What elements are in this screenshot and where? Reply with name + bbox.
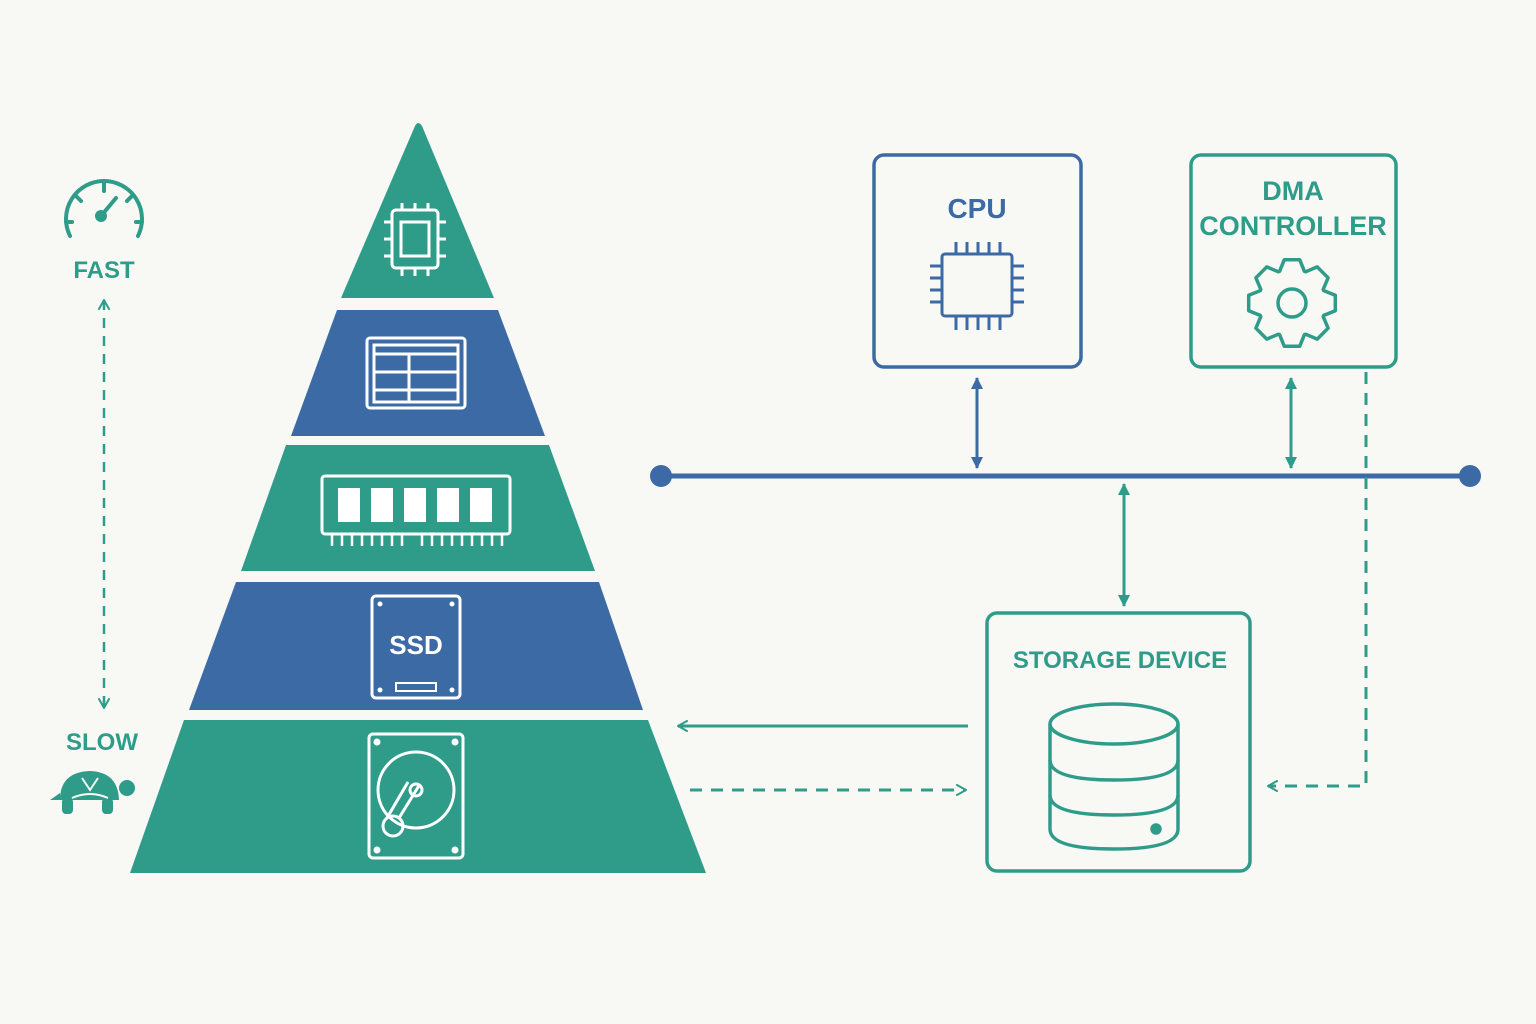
pyramid-level-registers <box>341 123 494 298</box>
pyramid-level-cache <box>291 310 545 436</box>
memory-pyramid: SSD <box>130 123 706 873</box>
storage-device-box: STORAGE DEVICE <box>985 611 1252 873</box>
connection-dma-to-storage-dashed <box>1267 372 1368 792</box>
pyramid-level-ssd: SSD <box>189 582 643 710</box>
ram-module-icon <box>320 474 512 546</box>
dma-controller-box: DMA CONTROLLER <box>1189 153 1398 369</box>
fast-label: FAST <box>73 257 135 284</box>
pyramid-level-ram <box>241 445 595 571</box>
cpu-box: CPU <box>872 153 1083 369</box>
dma-label-line1: DMA <box>1262 176 1324 206</box>
speedometer-icon <box>64 179 144 238</box>
cpu-chip-icon <box>930 242 1024 330</box>
ssd-icon: SSD <box>370 594 462 700</box>
storage-label: STORAGE DEVICE <box>1013 647 1227 674</box>
dma-label-line2: CONTROLLER <box>1199 211 1386 241</box>
pyramid-level-hdd <box>130 720 706 873</box>
cache-grid-icon <box>365 336 467 410</box>
cpu-chip-icon <box>384 203 446 276</box>
hard-disk-icon <box>367 732 465 860</box>
bus-endpoint-left <box>650 465 672 487</box>
cpu-label: CPU <box>947 193 1006 224</box>
database-icon <box>1048 702 1180 851</box>
bus-endpoint-right <box>1459 465 1481 487</box>
gear-icon <box>1246 257 1338 349</box>
system-bus <box>650 465 1481 487</box>
turtle-icon <box>50 771 135 814</box>
speed-scale: FAST SLOW <box>50 179 144 814</box>
ssd-label: SSD <box>389 630 442 660</box>
slow-label: SLOW <box>66 729 138 756</box>
